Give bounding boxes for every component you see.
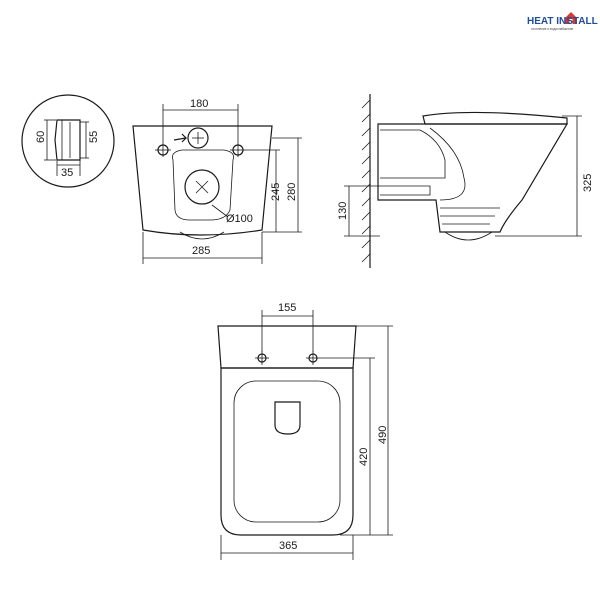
top-total-length-label: 490 — [377, 426, 389, 444]
side-outlet-height-label: 130 — [337, 202, 349, 220]
detail-height-left-label: 60 — [35, 131, 47, 143]
front-width-label: 285 — [192, 245, 210, 257]
front-bowl-height-label: 245 — [270, 183, 282, 201]
front-hole-spacing-label: 180 — [190, 98, 208, 110]
side-height-label: 325 — [582, 174, 594, 192]
side-view: 325 130 — [337, 94, 594, 268]
brand-logo: HEAT INSTALL отопление и водоснабжение — [527, 12, 598, 31]
detail-width-label: 35 — [61, 167, 73, 179]
top-inner-length-label: 420 — [358, 448, 370, 466]
brand-name: HEAT INSTALL — [527, 16, 598, 27]
detail-view: 60 55 35 — [21, 94, 115, 188]
brand-tagline: отопление и водоснабжение — [531, 27, 573, 31]
house-icon — [565, 12, 577, 24]
front-view: 180 245 280 Ø100 285 — [132, 98, 302, 264]
top-view: 155 420 490 365 — [217, 302, 393, 560]
front-outlet-diameter-label: Ø100 — [226, 213, 253, 225]
detail-height-right-label: 55 — [88, 131, 100, 143]
front-total-height-label: 280 — [286, 183, 298, 201]
top-width-label: 365 — [279, 540, 297, 552]
top-hole-spacing-label: 155 — [278, 302, 296, 314]
